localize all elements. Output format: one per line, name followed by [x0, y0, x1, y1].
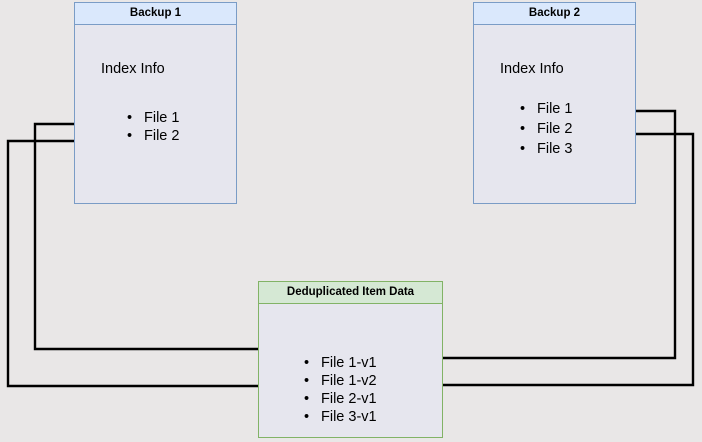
list-item: File 3-v1	[304, 408, 377, 426]
list-item: File 2	[520, 119, 572, 139]
node-deduplicated-item-data[interactable]: Deduplicated Item Data File 1-v1 File 1-…	[258, 281, 443, 438]
node-backup-1-file-list: File 1 File 2	[127, 109, 179, 145]
node-backup-1-body: Index Info File 1 File 2	[75, 25, 236, 203]
list-item: File 1	[520, 99, 572, 119]
node-backup-2-section-label: Index Info	[500, 61, 564, 77]
node-backup-2-title: Backup 2	[474, 3, 635, 25]
node-deduplicated-item-data-title: Deduplicated Item Data	[259, 282, 442, 304]
list-item: File 1	[127, 109, 179, 127]
node-backup-2[interactable]: Backup 2 Index Info File 1 File 2 File 3	[473, 2, 636, 204]
node-deduplicated-item-data-list: File 1-v1 File 1-v2 File 2-v1 File 3-v1	[304, 354, 377, 426]
node-backup-1[interactable]: Backup 1 Index Info File 1 File 2	[74, 2, 237, 204]
list-item: File 1-v2	[304, 372, 377, 390]
list-item: File 3	[520, 139, 572, 159]
list-item: File 2-v1	[304, 390, 377, 408]
node-deduplicated-item-data-body: File 1-v1 File 1-v2 File 2-v1 File 3-v1	[259, 304, 442, 437]
list-item: File 1-v1	[304, 354, 377, 372]
node-backup-1-title: Backup 1	[75, 3, 236, 25]
node-backup-1-section-label: Index Info	[101, 61, 165, 77]
node-backup-2-body: Index Info File 1 File 2 File 3	[474, 25, 635, 203]
node-backup-2-file-list: File 1 File 2 File 3	[520, 99, 572, 159]
list-item: File 2	[127, 127, 179, 145]
